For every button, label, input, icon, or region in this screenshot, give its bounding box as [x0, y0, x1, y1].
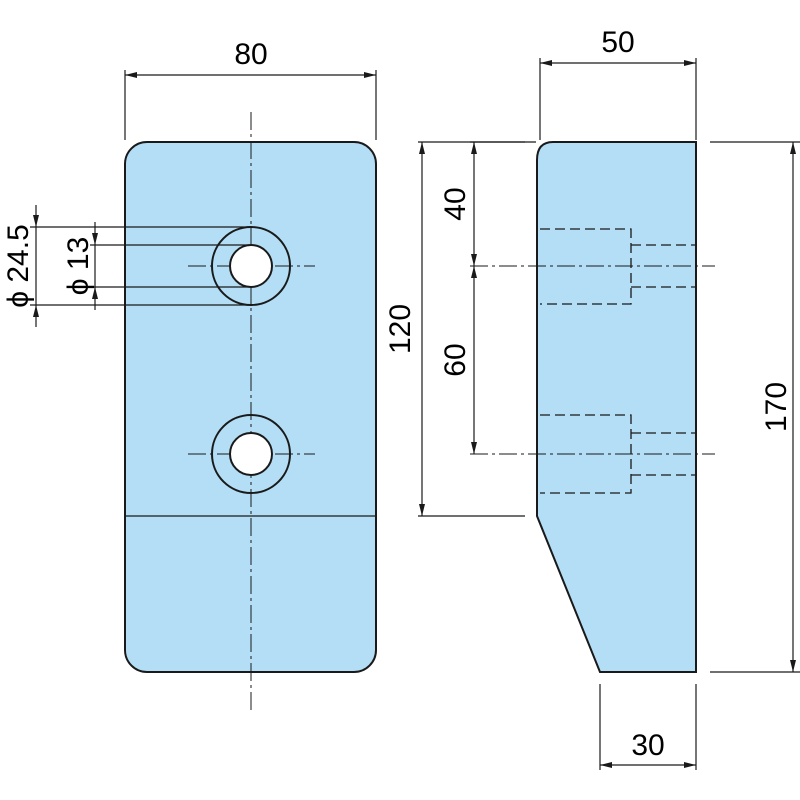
top-width-label: 50 — [601, 26, 634, 59]
total-height-dimension: 170 — [710, 141, 800, 673]
counterbore-diameter-dimension: ϕ 24.5 — [2, 205, 251, 327]
front-view: 80 ϕ 24.5 ϕ 13 120 — [2, 38, 525, 712]
height-label: 120 — [384, 304, 417, 354]
upper-through-hole — [229, 244, 273, 288]
side-view: 50 30 170 40 — [439, 26, 800, 770]
bottom-width-dimension: 30 — [599, 684, 697, 770]
counterbore-diameter-label: ϕ 24.5 — [2, 224, 35, 308]
bottom-width-label: 30 — [631, 729, 664, 762]
width-label: 80 — [234, 38, 267, 71]
total-height-label: 170 — [760, 382, 793, 432]
top-width-dimension: 50 — [539, 26, 697, 140]
hole-diameter-dimension: ϕ 13 — [62, 222, 251, 310]
lower-through-hole — [229, 432, 273, 476]
side-view-body — [536, 141, 697, 673]
hole-offset-label: 40 — [439, 187, 472, 220]
side-upper-hole-hidden-lines — [540, 228, 696, 305]
hole-offset-dimension: 40 — [439, 141, 536, 266]
lower-counterbore-ring — [211, 414, 291, 494]
width-dimension: 80 — [124, 38, 377, 140]
hole-diameter-label: ϕ 13 — [62, 237, 95, 296]
side-lower-hole-hidden-lines — [540, 414, 696, 494]
hole-spacing-dimension: 60 — [439, 266, 477, 454]
hole-spacing-label: 60 — [439, 343, 472, 376]
